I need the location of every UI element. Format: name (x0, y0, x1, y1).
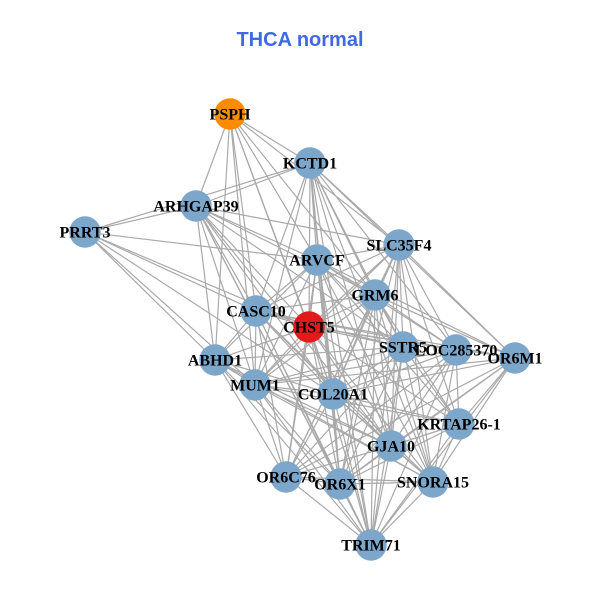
svg-text:OR6C76: OR6C76 (256, 470, 316, 487)
svg-text:MUM1: MUM1 (230, 378, 280, 395)
svg-text:KCTD1: KCTD1 (283, 156, 337, 173)
svg-text:SNORA15: SNORA15 (397, 475, 469, 492)
svg-text:CHST5: CHST5 (283, 320, 335, 337)
svg-text:OR6M1: OR6M1 (487, 351, 542, 368)
svg-text:KRTAP26-1: KRTAP26-1 (417, 417, 501, 434)
svg-text:TRIM71: TRIM71 (341, 538, 401, 555)
svg-text:GRM6: GRM6 (351, 288, 398, 305)
svg-text:SLC35F4: SLC35F4 (367, 238, 432, 255)
svg-text:SSTR5: SSTR5 (379, 340, 427, 357)
svg-text:ARHGAP39: ARHGAP39 (153, 199, 238, 216)
svg-text:OR6X1: OR6X1 (314, 477, 366, 494)
svg-text:ABHD1: ABHD1 (188, 353, 242, 370)
svg-text:ARVCF: ARVCF (289, 253, 345, 270)
svg-text:PSPH: PSPH (210, 107, 251, 124)
svg-text:COL20A1: COL20A1 (298, 387, 368, 404)
svg-text:PRRT3: PRRT3 (60, 225, 111, 242)
svg-text:LOC285370: LOC285370 (415, 343, 498, 360)
svg-text:CASC10: CASC10 (226, 304, 286, 321)
svg-text:GJA10: GJA10 (367, 439, 415, 456)
